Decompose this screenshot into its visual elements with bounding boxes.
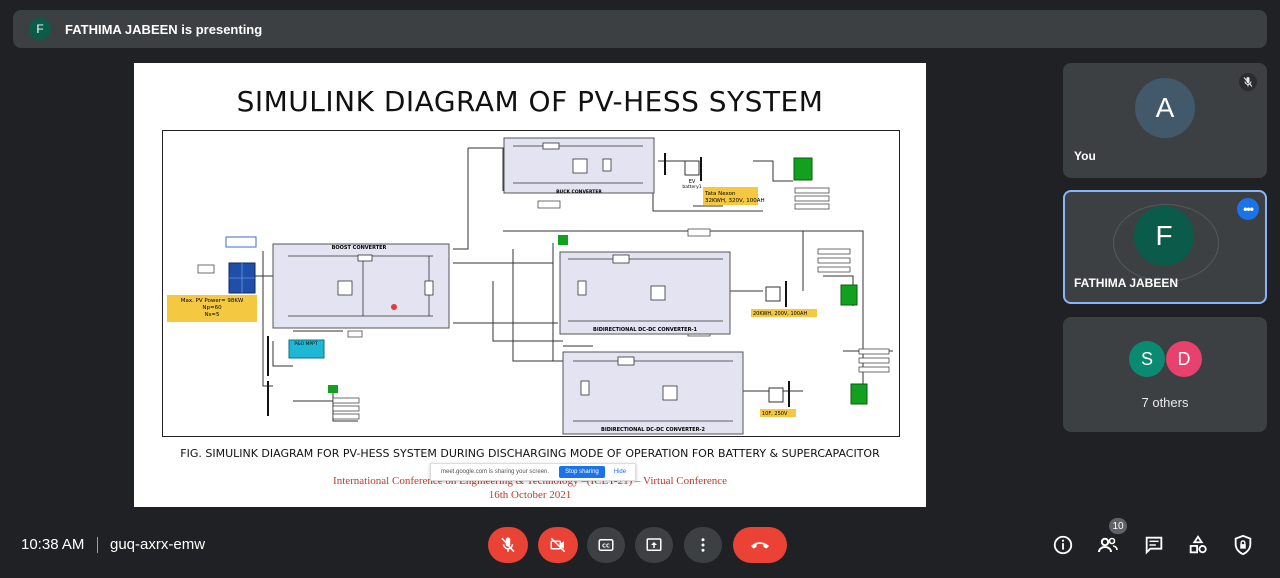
svg-text:CC: CC [602,544,610,550]
tata-note-1: Tata Nexon [704,191,736,197]
bidi1-label: BIDIRECTIONAL DC-DC CONVERTER-1 [593,327,697,333]
presenting-text: FATHIMA JABEEN is presenting [65,21,263,37]
slide-title: SIMULINK DIAGRAM OF PV-HESS SYSTEM [236,85,824,118]
simulink-diagram: BOOST CONVERTER BUCK CONVERTER [162,130,900,437]
meeting-code: guq-axrx-emw [110,536,206,553]
camera-toggle-button[interactable] [538,527,578,563]
figure-caption: FIG. SIMULINK DIAGRAM FOR PV-HESS SYSTEM… [180,447,880,460]
shared-screen: SIMULINK DIAGRAM OF PV-HESS SYSTEM [134,63,926,507]
presenter-avatar-small: F [29,18,51,40]
hang-up-icon [751,542,769,549]
pv-note-3: Ns=5 [204,312,220,318]
tile-you[interactable]: A You [1063,63,1267,178]
divider [97,537,98,553]
mic-toggle-button[interactable] [488,527,528,563]
camera-off-icon [550,537,566,553]
more-options-icon[interactable]: ••• [1237,198,1259,220]
stop-sharing-button[interactable]: Stop sharing [559,466,605,478]
present-button[interactable] [635,527,673,563]
people-icon [1098,537,1118,553]
meeting-details-button[interactable] [1051,533,1075,557]
clock: 10:38 AM [21,536,85,553]
conference-date: 16th October 2021 [488,489,572,501]
presenting-banner: F FATHIMA JABEEN is presenting [13,10,1267,48]
captions-button[interactable]: CC [587,527,625,563]
more-vert-icon [701,538,705,552]
more-options-button[interactable] [684,527,722,563]
tile-you-name: You [1074,149,1096,163]
tata-note-2: 32KWH, 320V, 100AH [705,198,765,204]
speaking-ring [1113,204,1219,282]
info-icon [1053,535,1073,555]
mic-off-icon [1239,73,1257,91]
screen-share-notice: meet.google.com is sharing your screen. … [430,463,636,481]
supercap-note: 10F, 250V [762,411,788,417]
mic-off-icon [501,537,515,553]
chat-icon [1145,536,1163,555]
avatar-d: D [1166,341,1202,377]
avatar-presenter: F [1134,206,1194,266]
tile-others[interactable]: S D 7 others [1063,317,1267,432]
pv-note-2: Np=60 [202,305,222,311]
pv-note-1: Max. PV Power= 98KW [181,298,244,304]
leave-call-button[interactable] [733,527,787,563]
host-controls-button[interactable] [1231,533,1255,557]
present-icon [646,538,662,551]
share-message: meet.google.com is sharing your screen. [441,469,550,475]
buck-converter-label: BUCK CONVERTER [556,189,602,195]
ev-sublabel: battery1 [682,184,701,190]
hide-button[interactable]: Hide [613,469,627,475]
shield-lock-icon [1234,534,1252,556]
chat-button[interactable] [1142,533,1166,557]
avatar-you: A [1135,78,1195,138]
battery-note: 20KWH, 200V, 100AH [753,311,807,317]
others-count: 7 others [1141,395,1189,410]
people-button[interactable] [1096,533,1120,557]
activities-icon [1189,535,1207,554]
captions-icon: CC [598,539,614,551]
tile-presenter-name: FATHIMA JABEEN [1074,276,1179,290]
activities-button[interactable] [1186,533,1210,557]
boost-converter-label: BOOST CONVERTER [332,245,387,251]
avatar-s: S [1129,341,1165,377]
ev-label: EV [689,179,696,185]
bidi2-label: BIDIRECTIONAL DC-DC CONVERTER-2 [601,427,705,433]
people-count-badge: 10 [1109,518,1127,534]
mppt-label: P&O MPPT [294,341,318,347]
tile-presenter[interactable]: F ••• FATHIMA JABEEN [1063,190,1267,304]
